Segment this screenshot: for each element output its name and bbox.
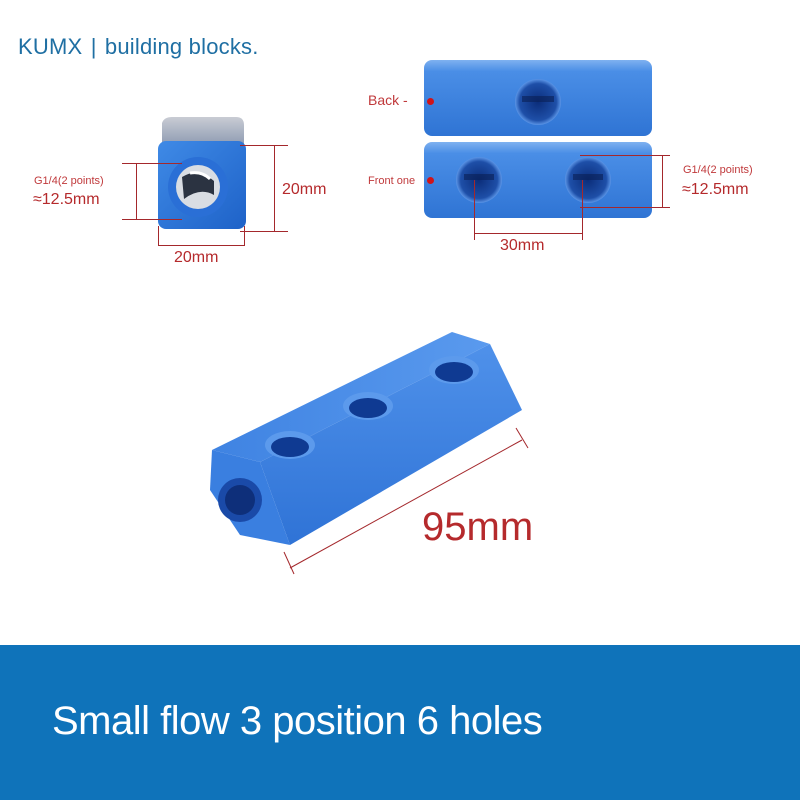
back-label: Back -: [368, 92, 408, 108]
end-view-thread-size: ≈12.5mm: [33, 191, 100, 208]
brand-tagline: building blocks.: [104, 34, 259, 59]
manifold-block-image: [210, 332, 529, 575]
side-thread-size: ≈12.5mm: [682, 181, 749, 198]
end-view-width-label: 20mm: [174, 249, 219, 266]
front-side-part-image: [424, 142, 652, 218]
brand-name: KUMX: [18, 34, 83, 59]
spacing-label: 30mm: [500, 237, 545, 254]
title-banner: Small flow 3 position 6 holes: [0, 645, 800, 800]
side-thread-label: G1/4(2 points): [683, 164, 753, 176]
front-marker-dot: [427, 177, 434, 184]
banner-title: Small flow 3 position 6 holes: [52, 699, 543, 743]
end-view-thread-label: G1/4(2 points): [34, 175, 104, 187]
length-label: 95mm: [422, 505, 534, 549]
back-side-part-image: [424, 60, 652, 136]
back-marker-dot: [427, 98, 434, 105]
end-view-height-label: 20mm: [282, 181, 327, 198]
brand-separator: |: [90, 34, 97, 59]
end-view-part-image: [158, 117, 246, 229]
brand-title: KUMX | building blocks.: [18, 34, 259, 60]
front-label: Front one: [368, 175, 416, 187]
